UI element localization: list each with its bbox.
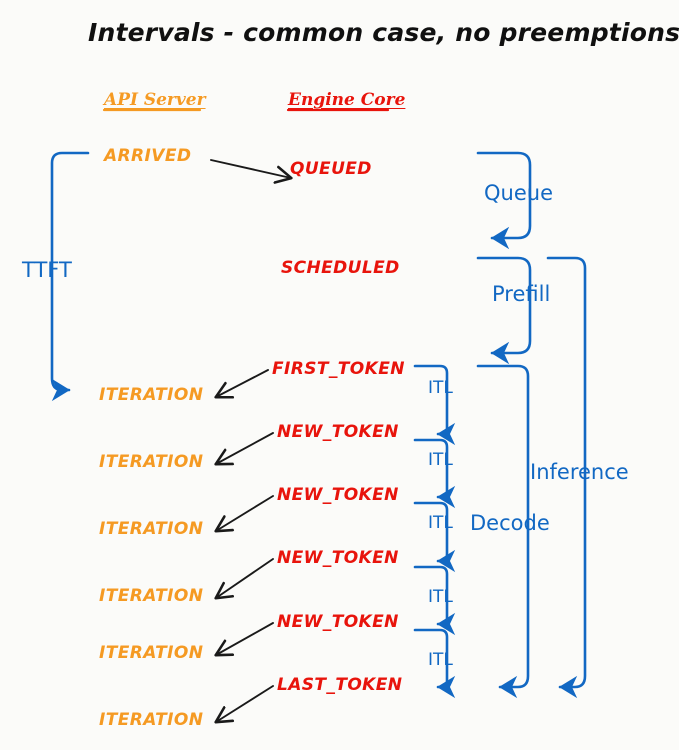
bracket-itl-4 xyxy=(413,565,456,636)
state-new-token-1: NEW_TOKEN xyxy=(277,422,399,442)
state-arrived: ARRIVED xyxy=(104,146,192,166)
state-last-token: LAST_TOKEN xyxy=(277,675,403,695)
state-iteration-3: ITERATION xyxy=(99,519,204,539)
state-new-token-2: NEW_TOKEN xyxy=(277,485,399,505)
interval-label-ttft: TTFT xyxy=(22,258,72,282)
arrow-first-token-to-iteration xyxy=(216,369,269,397)
arrow-new-token-2-to-iteration xyxy=(216,495,274,531)
bracket-itl-1 xyxy=(413,364,456,446)
state-iteration-5: ITERATION xyxy=(99,643,204,663)
bracket-itl-2 xyxy=(413,438,456,509)
interval-label-inference: Inference xyxy=(530,460,629,484)
arrow-new-token-1-to-iteration xyxy=(216,432,274,464)
bracket-itl-3 xyxy=(413,501,456,573)
diagram-title: Intervals - common case, no preemptions xyxy=(88,18,679,47)
state-queued: QUEUED xyxy=(290,159,372,179)
bracket-decode xyxy=(476,364,530,699)
bracket-queue xyxy=(476,151,532,250)
state-scheduled: SCHEDULED xyxy=(281,258,400,278)
state-first-token: FIRST_TOKEN xyxy=(272,359,405,379)
arrow-new-token-3-to-iteration xyxy=(216,558,274,598)
state-iteration-1: ITERATION xyxy=(99,385,204,405)
bracket-itl-5 xyxy=(413,628,456,699)
state-new-token-3: NEW_TOKEN xyxy=(277,548,399,568)
interval-label-queue: Queue xyxy=(484,181,553,205)
arrow-new-token-4-to-iteration xyxy=(216,622,274,655)
interval-label-prefill: Prefill xyxy=(492,282,551,306)
column-header-api-server: API Server xyxy=(104,90,206,110)
arrow-arrived-to-queued xyxy=(210,159,291,178)
state-iteration-6: ITERATION xyxy=(99,710,204,730)
bracket-prefill xyxy=(476,256,532,365)
state-iteration-4: ITERATION xyxy=(99,586,204,606)
bracket-ttft xyxy=(50,151,90,402)
arrow-last-token-to-iteration xyxy=(216,685,274,722)
state-iteration-2: ITERATION xyxy=(99,452,204,472)
interval-label-decode: Decode xyxy=(470,511,550,535)
transition-arrows xyxy=(210,159,291,722)
column-header-engine-core: Engine Core xyxy=(288,90,406,110)
bracket-inference xyxy=(546,256,587,699)
state-new-token-4: NEW_TOKEN xyxy=(277,612,399,632)
